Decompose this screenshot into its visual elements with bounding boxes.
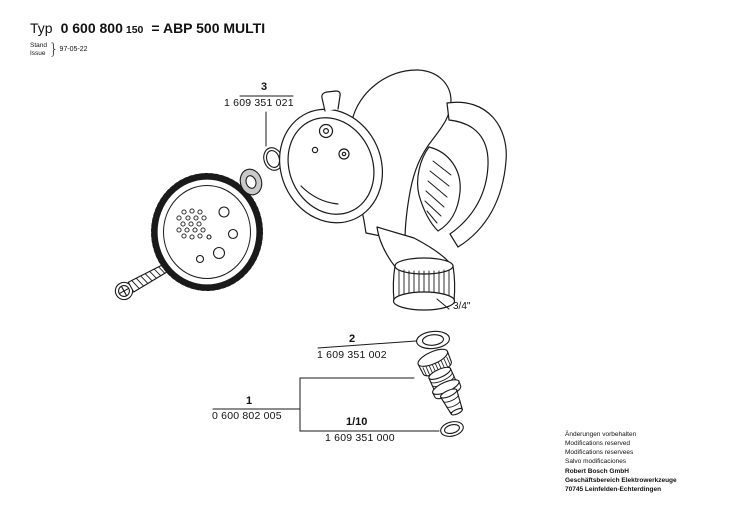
model-name: = ABP 500 MULTI (151, 20, 266, 36)
spray-gun-icon (278, 69, 507, 311)
footer-legal-block: Änderungen vorbehalten Modifications res… (565, 430, 677, 494)
small-oring-icon (440, 421, 464, 437)
note-fr: Modifications reservees (565, 449, 634, 456)
part-number-3: 1 609 351 021 (224, 97, 294, 109)
stand-label: Stand (30, 42, 47, 49)
thread-size-annotation: 3/4" (453, 301, 471, 312)
note-es: Salvo modificaciones (565, 458, 627, 465)
brace-glyph: } (49, 40, 59, 58)
part-ref-2: 2 (349, 333, 356, 345)
type-number-suffix: 150 (125, 24, 144, 36)
note-de: Änderungen vorbehalten (565, 431, 637, 438)
company-name: Robert Bosch GmbH (565, 468, 629, 475)
issue-date-block: Stand Issue } 97-05-22 (30, 42, 88, 57)
part-ref-1: 1 (246, 395, 253, 407)
callout-lines (212, 95, 450, 432)
rubber-washer-icon (239, 168, 263, 196)
issue-date: 97-05-22 (59, 46, 88, 53)
issue-label: Issue (30, 49, 46, 57)
hose-connector-icon (417, 348, 463, 416)
screw-icon (114, 264, 171, 301)
note-en: Modifications reserved (565, 440, 631, 447)
page-title: Typ 0 600 800 150 = ABP 500 MULTI (30, 21, 265, 36)
type-label: Typ (30, 20, 53, 36)
spray-disc-icon (151, 173, 263, 291)
type-number: 0 600 800 (60, 20, 123, 36)
part-number-1-10: 1 609 351 000 (325, 432, 395, 444)
hose-washer-icon (416, 330, 450, 350)
part-ref-3: 3 (261, 81, 268, 93)
part-ref-1-10: 1/10 (346, 416, 368, 428)
part-number-1: 0 600 802 005 (212, 410, 282, 422)
company-address: 70745 Leinfelden-Echterdingen (565, 486, 662, 493)
part-number-2: 1 609 351 002 (317, 349, 387, 361)
company-division: Geschäftsbereich Elektrowerkzeuge (565, 477, 677, 484)
